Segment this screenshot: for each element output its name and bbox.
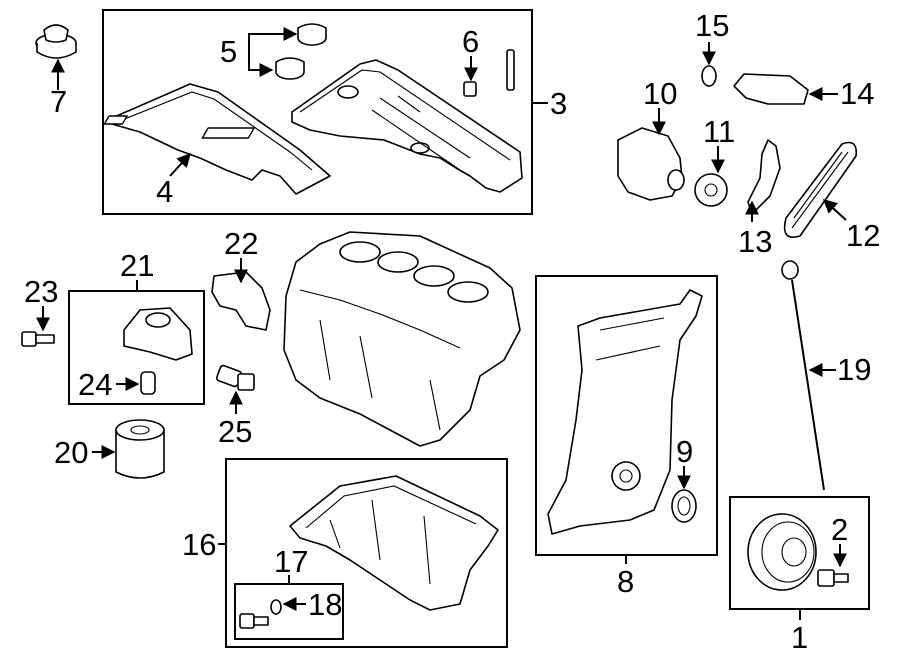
drain-plug: [239, 613, 269, 629]
callout-10: 10: [643, 76, 677, 111]
callout-2: 2: [831, 512, 848, 547]
cam-plug-seals: [275, 23, 327, 80]
callout-13: 13: [738, 224, 772, 259]
callout-1: 1: [791, 620, 808, 655]
callout-21: 21: [120, 248, 154, 283]
valve-cover-gasket: [103, 83, 331, 195]
thermostat-housing: [123, 307, 193, 361]
timing-cover: [547, 289, 703, 535]
oil-pump: [617, 127, 685, 201]
valve-cover: [291, 59, 523, 193]
callout-4: 4: [156, 174, 173, 209]
callout-5: 5: [220, 34, 237, 69]
callout-17: 17: [274, 544, 308, 579]
callout-23: 23: [24, 274, 58, 309]
oil-pan-group-box: [225, 458, 508, 648]
valve-cover-group-box: [102, 9, 533, 215]
callout-19: 19: [837, 352, 871, 387]
chain-guide: [733, 73, 809, 105]
callout-8: 8: [617, 564, 634, 599]
pulley-bolt: [817, 569, 849, 587]
callout-18: 18: [308, 587, 342, 622]
oil-pan: [289, 475, 499, 611]
oil-dipstick: [781, 260, 825, 491]
callout-labels: 7 5 6 3 4 10 11 15 14 13 12 19 22 21 23 …: [24, 8, 880, 655]
oil-pump-sprocket: [694, 173, 728, 207]
callout-3: 3: [550, 86, 567, 121]
front-crank-seal: [671, 489, 697, 523]
chain-tensioner: [747, 139, 781, 215]
stud-and-spacer: [463, 49, 515, 97]
callout-24: 24: [78, 367, 112, 402]
oil-filler-cap: [35, 24, 77, 59]
oil-filter: [115, 419, 165, 479]
leader-lines: [36, 27, 847, 620]
crankshaft-pulley: [747, 513, 817, 591]
timing-chain: [783, 141, 858, 238]
callout-15: 15: [695, 8, 729, 43]
callout-9: 9: [676, 434, 693, 469]
callout-16: 16: [182, 527, 216, 562]
engine-block: [283, 231, 521, 447]
callout-7: 7: [50, 84, 67, 119]
callout-12: 12: [846, 218, 880, 253]
callout-11: 11: [703, 114, 735, 149]
callout-25: 25: [218, 414, 252, 449]
callout-20: 20: [54, 435, 88, 470]
callout-6: 6: [462, 24, 479, 59]
oil-pressure-sensor: [215, 364, 255, 391]
o-ring: [701, 65, 717, 87]
thermostat-gasket: [211, 271, 271, 331]
callout-22: 22: [224, 226, 258, 261]
drain-plug-gasket: [270, 599, 282, 615]
housing-bolt: [21, 331, 55, 347]
callout-14: 14: [840, 76, 874, 111]
housing-spacer: [140, 371, 156, 395]
